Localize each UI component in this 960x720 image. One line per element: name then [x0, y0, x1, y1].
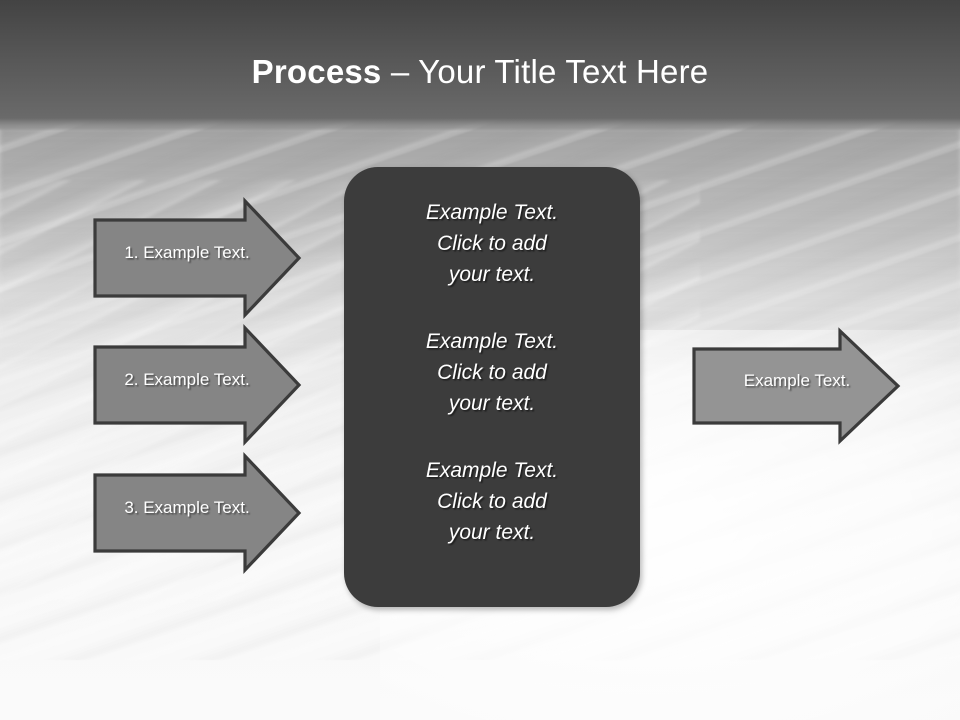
arrow-right-shape-icon	[692, 327, 901, 445]
panel-text-block-3: Example Text. Click to add your text.	[425, 459, 559, 544]
page-title: Process – Your Title Text Here	[0, 52, 960, 92]
process-arrow-1-label: 1. Example Text.	[124, 243, 250, 262]
arrow-right-shape-icon	[93, 196, 302, 320]
panel-text-block-2: Example Text. Click to add your text.	[425, 330, 559, 415]
page-title-bold: Process	[251, 53, 382, 90]
process-arrow-2[interactable]: 2. Example Text.	[93, 323, 303, 447]
outcome-arrow[interactable]: Example Text.	[692, 327, 902, 445]
process-arrow-1[interactable]: 1. Example Text.	[93, 196, 303, 320]
process-detail-panel[interactable]: Example Text. Click to add your text. Ex…	[344, 167, 640, 607]
title-band	[0, 0, 960, 131]
arrow-right-shape-icon	[93, 323, 302, 447]
process-arrow-3-label: 3. Example Text.	[124, 498, 250, 517]
panel-text-block-1: Example Text. Click to add your text.	[425, 201, 559, 286]
process-arrow-3[interactable]: 3. Example Text.	[93, 451, 303, 575]
process-arrow-2-label: 2. Example Text.	[124, 370, 250, 389]
page-title-regular: – Your Title Text Here	[381, 53, 709, 90]
outcome-arrow-label: Example Text.	[743, 371, 851, 390]
arrow-right-shape-icon	[93, 451, 302, 575]
